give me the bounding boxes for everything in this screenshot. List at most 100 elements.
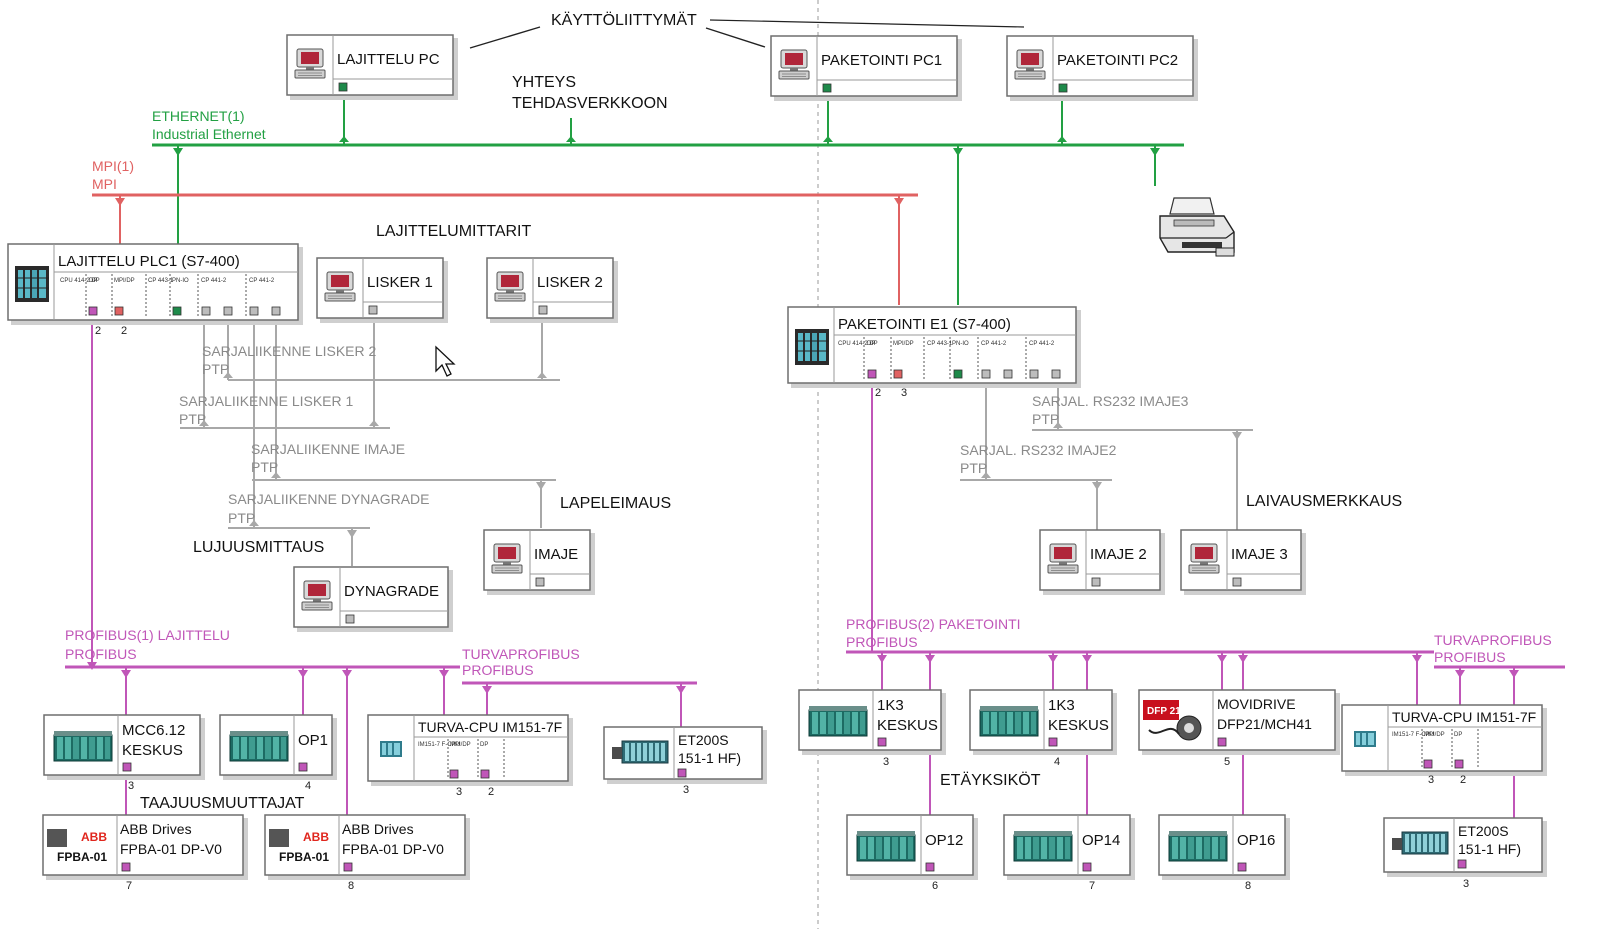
pc-icon: [294, 48, 326, 79]
node-label: LAJITTELU PLC1 (S7-400): [58, 253, 240, 270]
node-label: LISKER 1: [367, 274, 433, 291]
profibus-paketointi-type: PROFIBUS: [846, 634, 918, 650]
serial-lisker1-ptp: PTP: [179, 411, 206, 427]
slot-label: DP: [1454, 732, 1462, 738]
node-turva-cpu-right[interactable]: TURVA-CPU IM151-7F IM151-7 F-CPU MPI/DP …: [1341, 704, 1547, 776]
serial-imaje3-ptp: PTP: [1032, 411, 1059, 427]
node-label: TURVA-CPU IM151-7F: [418, 719, 562, 735]
slot-label: CPU 414-2 DP: [838, 341, 878, 347]
node-lajittelu-pc[interactable]: LAJITTELU PC: [286, 34, 458, 100]
node-label: ET200S: [1458, 823, 1509, 839]
node-label: FPBA-01 DP-V0: [342, 841, 444, 857]
serial-imaje2-label: SARJAL. RS232 IMAJE2: [960, 442, 1117, 458]
laivausmerkkaus-label: LAIVAUSMERKKAUS: [1246, 493, 1402, 510]
node-label: OP16: [1237, 832, 1275, 849]
node-lisker-1[interactable]: LISKER 1: [316, 257, 448, 323]
node-label: DFP21/MCH41: [1217, 716, 1312, 732]
address-label: 8: [348, 880, 354, 892]
node-1k3-keskus-b[interactable]: 1K3 KESKUS: [969, 689, 1117, 755]
rack-icon: [53, 730, 113, 762]
pc-icon: [324, 271, 356, 302]
serial-imaje3-label: SARJAL. RS232 IMAJE3: [1032, 393, 1189, 409]
node-paketointi-pc1[interactable]: PAKETOINTI PC1: [770, 35, 962, 101]
node-op12[interactable]: OP12: [846, 814, 978, 880]
node-1k3-keskus-a[interactable]: 1K3 KESKUS: [798, 689, 946, 755]
node-lisker-2[interactable]: LISKER 2: [486, 257, 618, 323]
plc-icon: [14, 265, 50, 303]
turvaprofibus-right-type: PROFIBUS: [1434, 649, 1506, 665]
address-label: 7: [1089, 880, 1095, 892]
node-imaje[interactable]: IMAJE: [483, 529, 595, 595]
profibus-lajittelu-type: PROFIBUS: [65, 646, 137, 662]
ethernet-bus[interactable]: [152, 97, 1184, 305]
annotation-line: [469, 26, 541, 49]
node-imaje-2[interactable]: IMAJE 2: [1039, 529, 1165, 595]
node-lajittelu-plc[interactable]: LAJITTELU PLC1 (S7-400) CPU 414-2 DP DP …: [7, 243, 303, 325]
node-paketointi-pc2[interactable]: PAKETOINTI PC2: [1006, 35, 1198, 101]
serial-imaje2-ptp: PTP: [960, 460, 987, 476]
turvaprofibus-left-type: PROFIBUS: [462, 662, 534, 678]
node-movidrive[interactable]: DFP 21 MOVIDRIVE DFP21/MCH41: [1138, 689, 1340, 755]
node-label: IMAJE 2: [1090, 546, 1147, 563]
node-label: OP1: [298, 732, 328, 749]
slot-label: CP 441-2: [249, 278, 275, 284]
yhteys-label: YHTEYS: [512, 74, 576, 91]
address-label: 8: [1245, 880, 1251, 892]
node-label: IMAJE 3: [1231, 546, 1288, 563]
etayksikot-label: ETÄYKSIKÖT: [940, 771, 1041, 789]
pc-icon: [1014, 49, 1046, 80]
mpi-bus[interactable]: [92, 193, 918, 305]
node-abb-drive-2[interactable]: ABB FPBA-01 ABB Drives FPBA-01 DP-V0: [264, 814, 470, 880]
node-op16[interactable]: OP16: [1158, 814, 1290, 880]
slot-label: IM151-7 F-CPU: [1392, 732, 1434, 738]
ethernet-type-label: Industrial Ethernet: [152, 126, 266, 142]
node-op1[interactable]: OP1: [219, 714, 337, 780]
node-label: LISKER 2: [537, 274, 603, 291]
taajuusmuuttajat-label: TAAJUUSMUUTTAJAT: [140, 795, 305, 812]
slot-label: CP 441-2: [1029, 341, 1055, 347]
node-abb-drive-1[interactable]: ABB FPBA-01 ABB Drives FPBA-01 DP-V0: [42, 814, 248, 880]
rack-icon: [229, 730, 289, 762]
node-label: ABB Drives: [120, 821, 192, 837]
slot-label: PN-IO: [952, 341, 969, 347]
node-paketointi-e1[interactable]: PAKETOINTI E1 (S7-400) CPU 414-2 DP DP M…: [787, 306, 1081, 388]
node-mcc-keskus[interactable]: MCC6.12 KESKUS: [43, 714, 205, 780]
profibus-lajittelu-label: PROFIBUS(1) LAJITTELU: [65, 627, 230, 643]
svg-text:FPBA-01: FPBA-01: [279, 850, 329, 864]
address-label: 3: [456, 786, 462, 798]
node-label: IMAJE: [534, 546, 578, 563]
slot-label: CP 441-2: [201, 278, 227, 284]
node-et200s-right[interactable]: ET200S 151-1 HF): [1383, 817, 1547, 877]
node-et200s-left[interactable]: ET200S 151-1 HF): [603, 726, 767, 784]
node-label: MOVIDRIVE: [1217, 696, 1296, 712]
node-label: PAKETOINTI PC2: [1057, 52, 1178, 69]
node-label: OP14: [1082, 832, 1120, 849]
turvaprofibus-right-label: TURVAPROFIBUS: [1434, 632, 1552, 648]
node-imaje-3[interactable]: IMAJE 3: [1180, 529, 1306, 595]
node-dynagrade[interactable]: DYNAGRADE: [293, 566, 453, 632]
profibus-lajittelu-bus[interactable]: [65, 320, 697, 815]
node-label: OP12: [925, 832, 963, 849]
address-label: 2: [95, 325, 101, 337]
annotation-line: [705, 27, 766, 48]
rack-icon: [1168, 830, 1228, 862]
slot-label: MPI/DP: [1424, 732, 1445, 738]
serial-imaje-ptp: PTP: [251, 459, 278, 475]
mpi-type-label: MPI: [92, 176, 117, 192]
rack-icon: [808, 705, 868, 737]
node-op14[interactable]: OP14: [1003, 814, 1135, 880]
lujuusmittaus-label: LUJUUSMITTAUS: [193, 539, 324, 556]
plc-slot-row: CPU 414-2 DP DP MPI/DP CP 443-1 PN-IO CP…: [60, 274, 281, 318]
pc-icon: [494, 271, 526, 302]
address-label: 2: [121, 325, 127, 337]
slot-label: MPI/DP: [114, 278, 135, 284]
node-label: PAKETOINTI PC1: [821, 52, 942, 69]
printer-icon[interactable]: [1159, 197, 1235, 257]
node-turva-cpu-left[interactable]: TURVA-CPU IM151-7F IM151-7 F-CPU MPI/DP …: [367, 714, 573, 786]
turva-cpu-icon: [1354, 731, 1376, 747]
node-label: 1K3: [877, 697, 904, 714]
turva-cpu-icon: [380, 741, 402, 757]
address-label: 2: [488, 786, 494, 798]
serial-lisker2-label: SARJALIIKENNE LISKER 2: [202, 343, 377, 359]
